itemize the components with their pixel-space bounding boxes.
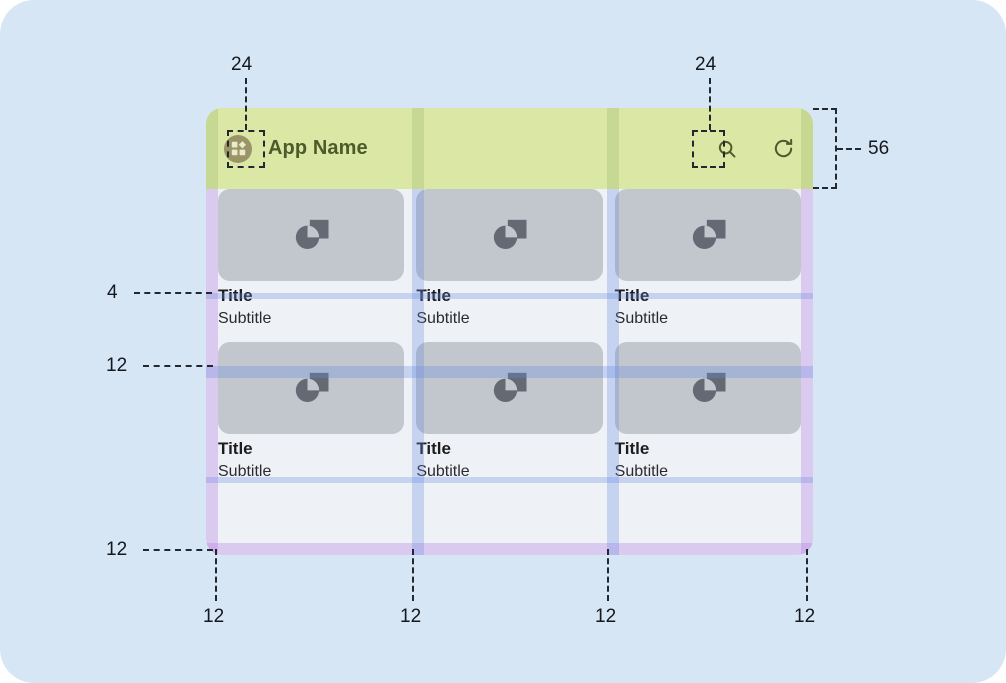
annotation-box-logo (227, 130, 265, 168)
leader-line-top-left (245, 78, 247, 130)
card-text: Title Subtitle (218, 434, 404, 483)
image-placeholder-icon (218, 189, 405, 281)
card-title: Title (218, 286, 253, 305)
card-row: Title Subtitle Title Subtitle (218, 189, 801, 330)
card-title: Title (218, 439, 253, 459)
leader-line-4 (134, 292, 212, 294)
search-icon[interactable] (716, 138, 738, 160)
card-title: Title (416, 439, 451, 459)
card-text: Title Subtitle (615, 434, 801, 483)
card[interactable]: Title Subtitle (218, 342, 405, 483)
app-bar-actions (716, 137, 795, 160)
leader-line-top-right (709, 78, 711, 130)
card-text: Title Subtitle (615, 281, 801, 330)
annotation-24-right: 24 (695, 54, 717, 75)
leader-line-bottom-c (607, 549, 609, 601)
annotation-12-bottom-b: 12 (400, 606, 422, 627)
card-grid: Title Subtitle Title Subtitle (206, 189, 813, 555)
annotation-box-search (692, 130, 725, 168)
annotation-24-left: 24 (231, 54, 253, 75)
card[interactable]: Title Subtitle (614, 189, 801, 330)
card[interactable]: Title Subtitle (218, 189, 405, 330)
leader-line-12-bottom (143, 549, 213, 551)
card-text: Title Subtitle (218, 281, 404, 330)
card-title: Title (614, 439, 650, 459)
image-placeholder-icon (614, 189, 801, 281)
annotation-12-bottom: 12 (106, 539, 128, 560)
image-placeholder-icon (218, 342, 405, 435)
annotation-12-mid: 12 (106, 355, 128, 376)
leader-line-bottom-b (412, 549, 414, 601)
annotation-12-bottom-d: 12 (794, 606, 816, 627)
annotation-12-bottom-c: 12 (595, 606, 617, 627)
app-bar: App Name (206, 108, 813, 189)
device-mockup: App Name (206, 108, 813, 555)
card-subtitle: Subtitle (218, 463, 272, 481)
leader-line-bottom-a (215, 549, 217, 601)
app-bar-leading: App Name (224, 134, 716, 163)
card-row: Title Subtitle Title Subtitle (218, 342, 801, 483)
app-title: App Name (268, 137, 368, 159)
card-subtitle: Subtitle (218, 309, 272, 327)
refresh-icon[interactable] (772, 137, 795, 160)
card[interactable]: Title Subtitle (416, 189, 603, 330)
card[interactable]: Title Subtitle (614, 342, 801, 483)
card-text: Title Subtitle (416, 281, 602, 330)
annotation-12-bottom-a: 12 (203, 606, 225, 627)
image-placeholder-icon (416, 189, 603, 281)
card-text: Title Subtitle (416, 434, 602, 483)
card-title: Title (614, 286, 650, 305)
card[interactable]: Title Subtitle (416, 342, 603, 483)
card-subtitle: Subtitle (614, 309, 669, 327)
leader-line-12-mid (143, 365, 213, 367)
leader-line-56 (837, 148, 861, 150)
annotation-bracket-appbar-height (813, 108, 837, 189)
card-subtitle: Subtitle (416, 309, 470, 327)
card-subtitle: Subtitle (416, 463, 470, 481)
image-placeholder-icon (614, 342, 801, 435)
card-title: Title (416, 286, 451, 305)
image-placeholder-icon (416, 342, 603, 435)
annotation-56: 56 (868, 138, 890, 159)
annotation-4: 4 (107, 282, 118, 303)
leader-line-bottom-d (806, 549, 808, 601)
card-subtitle: Subtitle (614, 463, 669, 481)
